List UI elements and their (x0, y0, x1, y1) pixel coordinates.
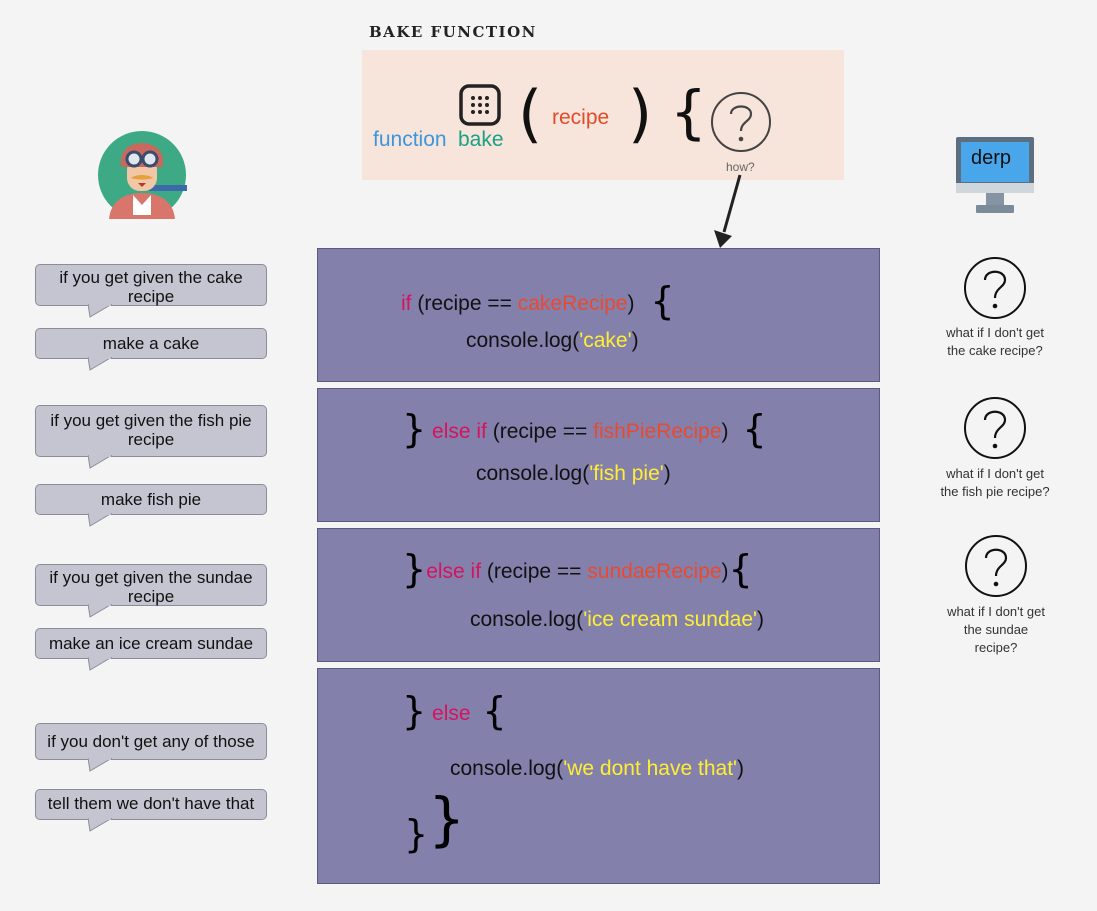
code-line-log: console.log('cake') (466, 329, 639, 353)
bubble-make-fish-pie: make fish pie (35, 484, 267, 527)
console-log: console.log( (476, 462, 590, 485)
bubble-cake-condition: if you get given the cake recipe (35, 264, 267, 318)
bubble-text: make a cake (102, 334, 200, 353)
var-sundae-recipe: sundaeRecipe (587, 560, 722, 583)
computer-label: derp (971, 147, 1012, 169)
code-line-condition: }else if (recipe == sundaeRecipe){ (402, 547, 753, 591)
question-icon (965, 535, 1027, 597)
close-brace: } (402, 689, 427, 733)
param-recipe: recipe (552, 106, 610, 129)
bubble-text: if you get given the sundae recipe (49, 568, 253, 606)
code-line-closing: }} (404, 785, 465, 856)
computer-icon (956, 137, 1034, 213)
close-brace: } (402, 547, 427, 591)
bubble-text: if you don't get any of those (47, 732, 255, 751)
function-signature-box: function bake ( recipe ) { how? (362, 50, 844, 180)
condition-close: ) (721, 560, 729, 583)
code-line-condition: if (recipe == cakeRecipe) { (401, 279, 675, 323)
log-close: ) (631, 329, 639, 352)
oven-icon (459, 84, 501, 126)
string-we-dont-have-that: 'we dont have that' (563, 757, 738, 780)
condition-open: (recipe == (411, 292, 518, 315)
close-brace: } (402, 407, 427, 451)
bubble-make-sundae: make an ice cream sundae (35, 628, 267, 671)
bubble-fish-pie-condition: if you get given the fish pie recipe (35, 405, 267, 469)
bubble-tail (88, 818, 113, 832)
code-line-log: console.log('ice cream sundae') (470, 608, 764, 632)
bubble-dont-have-that: tell them we don't have that (35, 789, 267, 832)
bubble-tail (88, 513, 113, 527)
var-fish-pie-recipe: fishPieRecipe (593, 420, 722, 443)
log-close: ) (757, 608, 765, 631)
code-line-else: } else { (402, 689, 507, 733)
question-icon (711, 92, 771, 152)
bubble-text: tell them we don't have that (47, 794, 255, 813)
question-icon (964, 397, 1026, 459)
question-sundae-label: what if I don't get the sundae recipe? (947, 604, 1045, 655)
question-icon (964, 257, 1026, 319)
bubble-text: make fish pie (100, 490, 202, 509)
code-line-log: console.log('we dont have that') (450, 757, 744, 781)
condition-close: ) (721, 420, 729, 443)
bubble-tail (88, 304, 113, 318)
keyword-else-if: else if (426, 560, 482, 583)
bubble-tail (88, 657, 113, 671)
function-keyword: function (373, 128, 447, 151)
string-cake: 'cake' (579, 329, 632, 352)
open-brace: { (742, 407, 767, 451)
condition-close: ) (627, 292, 635, 315)
log-close: ) (663, 462, 671, 485)
bubble-text: make an ice cream sundae (48, 634, 254, 653)
console-log: console.log( (466, 329, 580, 352)
string-fish-pie: 'fish pie' (589, 462, 664, 485)
diagram-title: BAKE FUNCTION (369, 23, 537, 41)
function-name: bake (458, 128, 504, 151)
code-block-else: } else { console.log('we dont have that'… (317, 668, 880, 884)
bubble-text: if you get given the fish pie recipe (50, 411, 252, 449)
close-paren: ) (628, 77, 653, 150)
bubble-make-cake: make a cake (35, 328, 267, 371)
console-log: console.log( (450, 757, 564, 780)
condition-open: (recipe == (481, 560, 588, 583)
open-brace: { (728, 547, 753, 591)
open-paren: ( (518, 77, 543, 150)
code-block-else-if-fish: } else if (recipe == fishPieRecipe) { co… (317, 388, 880, 522)
bubble-sundae-condition: if you get given the sundae recipe (35, 564, 267, 618)
code-line-condition: } else if (recipe == fishPieRecipe) { (402, 407, 767, 451)
open-brace: { (670, 78, 707, 146)
keyword-else: else (432, 702, 471, 725)
bubble-tail (88, 758, 113, 772)
arrow-icon (714, 174, 742, 248)
condition-open: (recipe == (486, 420, 594, 443)
bubble-tail (88, 357, 113, 371)
keyword-else-if: else if (432, 420, 487, 443)
console-log: console.log( (470, 608, 584, 631)
close-brace-outer: } (428, 785, 466, 853)
var-cake-recipe: cakeRecipe (517, 292, 628, 315)
open-brace: { (482, 689, 507, 733)
close-brace-inner: } (404, 812, 429, 856)
bubble-none-condition: if you don't get any of those (35, 723, 267, 772)
code-line-log: console.log('fish pie') (476, 462, 671, 486)
code-block-else-if-sundae: }else if (recipe == sundaeRecipe){ conso… (317, 528, 880, 662)
question-cake-label: what if I don't get the cake recipe? (946, 325, 1044, 358)
keyword-if: if (401, 292, 412, 315)
chef-avatar (98, 131, 187, 219)
bubble-text: if you get given the cake recipe (59, 268, 243, 306)
question-fish-pie-label: what if I don't get the fish pie recipe? (940, 466, 1050, 499)
how-label: how? (726, 160, 755, 174)
open-brace: { (650, 279, 675, 323)
bubble-tail (88, 604, 113, 618)
log-close: ) (737, 757, 745, 780)
code-block-if: if (recipe == cakeRecipe) { console.log(… (317, 248, 880, 382)
bubble-tail (88, 455, 113, 469)
string-ice-cream-sundae: 'ice cream sundae' (583, 608, 758, 631)
